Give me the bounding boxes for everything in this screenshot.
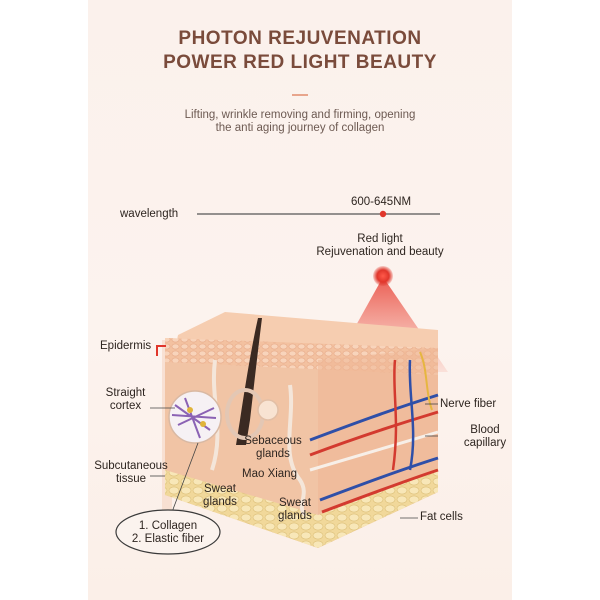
nerve-line — [309, 430, 439, 472]
red-light-source — [373, 266, 393, 286]
capillary-vertical — [391, 359, 398, 471]
blood-vessel-red-lower — [321, 468, 439, 514]
fat-cells-label: Fat cells — [420, 511, 463, 523]
blood-vessel-blue-lower — [319, 456, 439, 502]
wavelength-value: 600-645NM — [351, 196, 412, 208]
straight-cortex-label-1: Straight — [105, 387, 146, 399]
nerve-fiber-label: Nerve fiber — [440, 398, 497, 410]
wavelength-marker — [379, 210, 387, 218]
sweat-gland-duct — [287, 384, 307, 517]
subtitle-line-1: Lifting, wrinkle removing and firming, o… — [184, 109, 416, 121]
blood-vessel-blue — [309, 393, 439, 442]
red-light-subtitle: Rejuvenation and beauty — [316, 246, 444, 258]
wavelength-label: wavelength — [120, 208, 179, 220]
sweat-glands-left-label-1: Sweat — [204, 483, 236, 495]
nerve-fiber-branch — [419, 351, 433, 411]
skin-top-face — [175, 312, 438, 350]
sebaceous-gland — [257, 399, 279, 421]
blood-vessel-red — [309, 410, 439, 457]
subtitle-line-2: the anti aging journey of collagen — [215, 122, 385, 134]
subcutaneous-label-2: tissue — [115, 473, 147, 485]
sebaceous-label-2: glands — [256, 448, 290, 460]
elastic-fiber-node — [187, 407, 193, 413]
elastic-fiber-node — [200, 421, 206, 427]
collagen-fibers — [171, 397, 217, 439]
sweat-glands-right-label-1: Sweat — [279, 497, 311, 509]
epidermis-label: Epidermis — [100, 340, 152, 352]
red-light-title: Red light — [357, 233, 403, 245]
straight-cortex-label-2: cortex — [109, 400, 142, 412]
collagen-callout — [115, 509, 221, 555]
blood-capillary-label-1: Blood — [470, 424, 500, 436]
sebaceous-label-1: Sebaceous — [244, 435, 302, 447]
sweat-glands-left-label-2: glands — [203, 496, 237, 508]
hair-shaft — [236, 318, 262, 445]
title-line-1: PHOTON REJUVENATION — [178, 28, 422, 49]
sweat-glands-right-label-2: glands — [278, 510, 312, 522]
title-divider — [292, 94, 308, 96]
capillary-vertical-blue — [408, 359, 415, 471]
title-line-2: POWER RED LIGHT BEAUTY — [163, 52, 437, 73]
collagen-label: 1. Collagen — [138, 520, 198, 532]
subcutaneous-label-1: Subcutaneous — [94, 460, 168, 472]
blood-capillary-label-2: capillary — [463, 437, 507, 449]
fat-layer — [165, 468, 438, 548]
elastic-fiber-label: 2. Elastic fiber — [131, 533, 205, 545]
collagen-leader — [171, 442, 199, 513]
mao-xiang-label: Mao Xiang — [242, 468, 297, 480]
